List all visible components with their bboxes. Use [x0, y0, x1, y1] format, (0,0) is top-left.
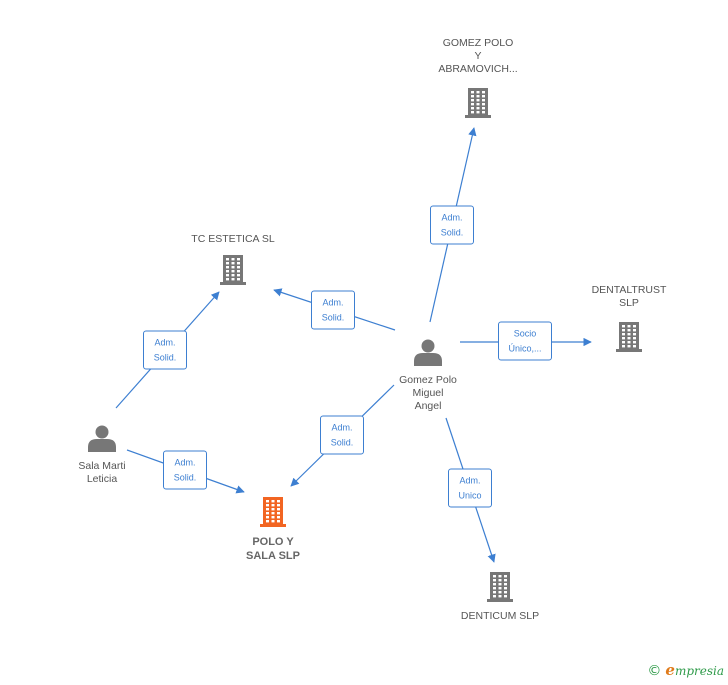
node-label-line: TC ESTETICA SL — [191, 233, 275, 245]
node-label-line: Y — [474, 50, 482, 62]
edge-label-line: Adm. — [154, 337, 176, 348]
edge-label-line: Adm. — [331, 422, 353, 433]
edge-label-line: Solid. — [153, 352, 177, 363]
edge-label-line: Solid. — [321, 312, 345, 323]
edge-label[interactable]: Adm. Solid. — [163, 450, 207, 490]
edge-label[interactable]: Adm. Solid. — [311, 290, 355, 330]
node-label-line: Miguel — [412, 387, 444, 399]
edge-label-line: Solid. — [440, 227, 464, 238]
edge-label-line: Socio — [513, 328, 537, 339]
node-label-line: DENTALTRUST — [591, 284, 667, 296]
edge-label[interactable]: Adm. Unico — [448, 468, 492, 508]
node-label-line: Gomez Polo — [399, 374, 457, 386]
edge-label[interactable]: Adm. Solid. — [320, 415, 364, 455]
node-label-polo-sala[interactable]: POLO Y SALA SLP — [246, 535, 300, 563]
edge-label-line: Adm. — [441, 212, 463, 223]
edge-label-line: Adm. — [459, 475, 481, 486]
node-label-line: Angel — [414, 400, 442, 412]
edge-label-line: Solid. — [330, 437, 354, 448]
edge-label-line: Adm. — [322, 297, 344, 308]
node-label-line: SALA SLP — [246, 550, 300, 562]
node-label-tc-estetica[interactable]: TC ESTETICA SL — [191, 233, 274, 246]
node-label-line: Leticia — [86, 473, 118, 485]
brand-name: mpresia — [674, 664, 724, 678]
edge-label-line: Único,... — [508, 343, 542, 354]
person-icon[interactable] — [88, 425, 116, 453]
brand-initial: e — [665, 661, 675, 679]
node-label-line: DENTICUM SLP — [460, 610, 540, 622]
building-icon[interactable] — [260, 497, 286, 527]
edge-label[interactable]: Adm. Solid. — [143, 330, 187, 370]
edge-label-line: Adm. — [174, 457, 196, 468]
building-icon[interactable] — [487, 572, 513, 602]
building-icon[interactable] — [465, 88, 491, 118]
edge-label[interactable]: Adm. Solid. — [430, 205, 474, 245]
node-label-line: GOMEZ POLO — [442, 37, 514, 49]
copyright-icon: © — [647, 663, 662, 679]
node-label-line: ABRAMOVICH... — [438, 63, 518, 75]
building-icon[interactable] — [616, 322, 642, 352]
building-icon[interactable] — [220, 255, 246, 285]
edge-label-line: Solid. — [173, 472, 197, 483]
node-label-line: POLO Y — [252, 536, 294, 548]
node-label-line: Sala Marti — [78, 460, 126, 472]
empresia-brand[interactable]: ©empresia — [647, 661, 724, 679]
node-label-line: SLP — [619, 297, 639, 309]
edge-label-line: Unico — [458, 490, 482, 501]
person-icon[interactable] — [414, 339, 442, 367]
node-label-denticum[interactable]: DENTICUM SLP — [461, 610, 539, 623]
